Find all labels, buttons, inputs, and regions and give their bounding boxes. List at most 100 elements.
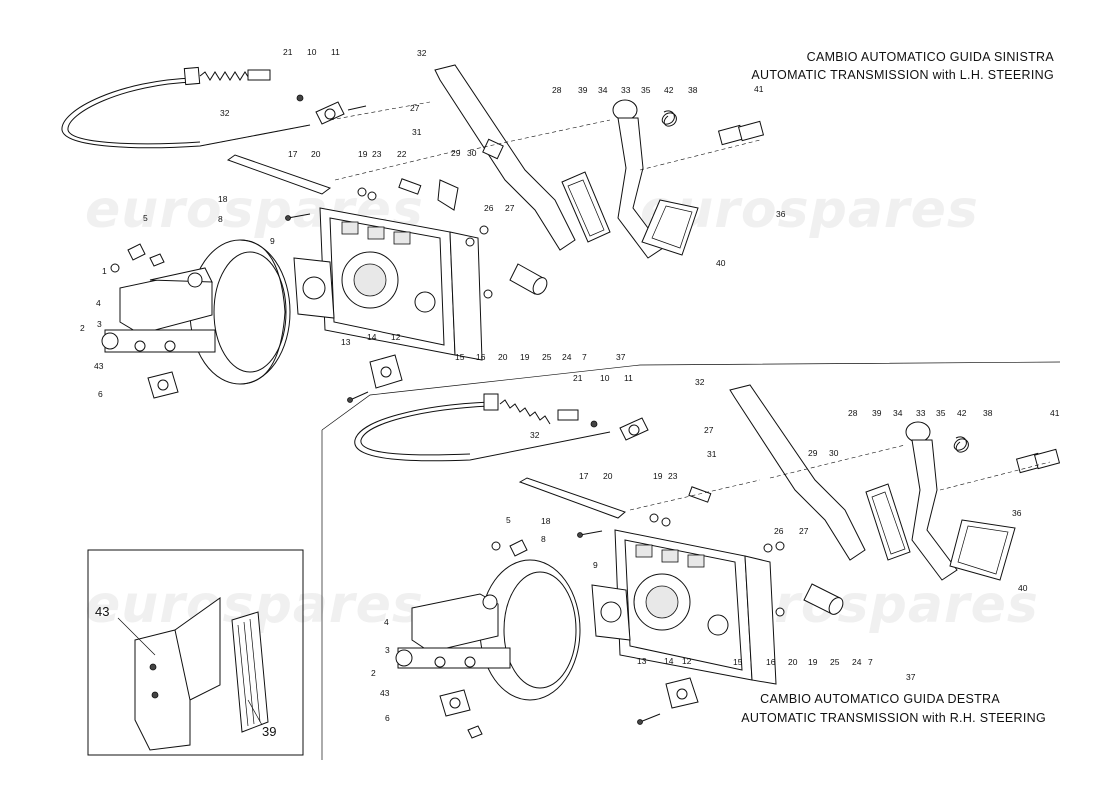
callout-bottom-40: 40 — [1018, 583, 1028, 593]
callout-top-13: 13 — [341, 337, 351, 347]
callout-top-22: 22 — [397, 149, 407, 159]
callout-top-14: 14 — [367, 332, 377, 342]
callout-top-31: 31 — [412, 127, 422, 137]
callout-bottom-31: 31 — [707, 449, 717, 459]
callout-top-33: 33 — [621, 85, 631, 95]
title-bottom-line2: AUTOMATIC TRANSMISSION with R.H. STEERIN… — [741, 711, 1046, 725]
title-top-line1: CAMBIO AUTOMATICO GUIDA SINISTRA — [806, 50, 1054, 64]
callout-top-29: 29 — [451, 148, 461, 158]
callout-bottom-27: 27 — [704, 425, 714, 435]
switch-5 — [127, 243, 146, 261]
master-cylinder — [101, 267, 216, 353]
switch-5-rh — [509, 539, 528, 557]
callout-top-5: 5 — [143, 213, 148, 223]
callout-bottom-37: 37 — [906, 672, 916, 682]
master-cylinder-rh — [395, 593, 511, 669]
callout-bottom-3: 3 — [385, 645, 390, 655]
callout-top-35: 35 — [641, 85, 651, 95]
callout-bottom-19: 19 — [808, 657, 818, 667]
callout-top-20: 20 — [498, 352, 508, 362]
callout-top-32: 32 — [220, 108, 230, 118]
callout-top-18: 18 — [218, 194, 228, 204]
callout-top-23: 23 — [372, 149, 382, 159]
callout-bottom-9: 9 — [593, 560, 598, 570]
assembly-rh — [354, 384, 1061, 739]
pushrod-17 — [226, 154, 332, 195]
callout-top-34: 34 — [598, 85, 608, 95]
accelerator-pedal-28-rh — [729, 384, 866, 561]
return-spring-42-rh — [953, 436, 969, 453]
callout-bottom-7: 7 — [868, 657, 873, 667]
callout-bottom-27: 27 — [799, 526, 809, 536]
callout-top-3: 3 — [97, 319, 102, 329]
inset-label-43: 43 — [95, 604, 109, 619]
callout-top-43: 43 — [94, 361, 104, 371]
callout-bottom-26: 26 — [774, 526, 784, 536]
callout-top-15: 15 — [455, 352, 465, 362]
callout-bottom-28: 28 — [848, 408, 858, 418]
callout-top-27: 27 — [410, 103, 420, 113]
callout-bottom-36: 36 — [1012, 508, 1022, 518]
callout-top-8: 8 — [218, 214, 223, 224]
callout-top-10: 10 — [307, 47, 317, 57]
callout-bottom-38: 38 — [983, 408, 993, 418]
callout-top-20: 20 — [311, 149, 321, 159]
callout-bottom-2: 2 — [371, 668, 376, 678]
callout-bottom-35: 35 — [936, 408, 946, 418]
callout-bottom-12: 12 — [682, 656, 692, 666]
callout-bottom-29: 29 — [808, 448, 818, 458]
pedal-bracket-plate-rh — [614, 529, 777, 685]
callout-bottom-39: 39 — [872, 408, 882, 418]
callout-top-7: 7 — [582, 352, 587, 362]
title-top-line2: AUTOMATIC TRANSMISSION with L.H. STEERIN… — [751, 68, 1054, 82]
callout-bottom-30: 30 — [829, 448, 839, 458]
callout-bottom-25: 25 — [830, 657, 840, 667]
callout-top-21: 21 — [283, 47, 293, 57]
bushing-41b — [737, 120, 765, 142]
callout-top-28: 28 — [552, 85, 562, 95]
callout-bottom-8: 8 — [541, 534, 546, 544]
brake-pedal-33 — [612, 99, 699, 259]
callout-bottom-20: 20 — [603, 471, 613, 481]
callout-bottom-43: 43 — [380, 688, 390, 698]
callout-top-9: 9 — [270, 236, 275, 246]
bushing-41b-rh — [1033, 448, 1061, 470]
callout-top-4: 4 — [96, 298, 101, 308]
callout-bottom-34: 34 — [893, 408, 903, 418]
callout-bottom-17: 17 — [579, 471, 589, 481]
pedal-pad-39-rh — [865, 483, 911, 561]
callout-top-2: 2 — [80, 323, 85, 333]
callout-bottom-23: 23 — [668, 471, 678, 481]
callout-bottom-6: 6 — [385, 713, 390, 723]
callout-bottom-15: 15 — [733, 657, 743, 667]
title-bottom-line1: CAMBIO AUTOMATICO GUIDA DESTRA — [760, 692, 1000, 706]
callout-top-11: 11 — [331, 47, 340, 57]
callout-bottom-14: 14 — [664, 656, 674, 666]
callout-bottom-5: 5 — [506, 515, 511, 525]
callout-top-32: 32 — [417, 48, 427, 58]
throttle-cable-rh — [354, 401, 611, 462]
pedal-pad-rubber-39 — [231, 611, 269, 733]
callout-top-16: 16 — [476, 352, 486, 362]
callout-top-19: 19 — [520, 352, 530, 362]
throttle-cable — [61, 77, 311, 149]
callout-top-17: 17 — [288, 149, 298, 159]
callout-top-1: 1 — [102, 266, 107, 276]
callout-top-27: 27 — [505, 203, 515, 213]
callout-bottom-41: 41 — [1050, 408, 1060, 418]
callout-bottom-16: 16 — [766, 657, 776, 667]
pedal-bracket-plate — [319, 207, 483, 361]
callout-bottom-42: 42 — [957, 408, 967, 418]
callout-bottom-32: 32 — [695, 377, 705, 387]
callout-top-19: 19 — [358, 149, 368, 159]
callout-top-24: 24 — [562, 352, 572, 362]
pedal-pad-39 — [561, 171, 611, 243]
callout-top-41: 41 — [754, 84, 764, 94]
callout-top-40: 40 — [716, 258, 726, 268]
callout-bottom-18: 18 — [541, 516, 551, 526]
callout-top-42: 42 — [664, 85, 674, 95]
callout-bottom-11: 11 — [624, 373, 633, 383]
